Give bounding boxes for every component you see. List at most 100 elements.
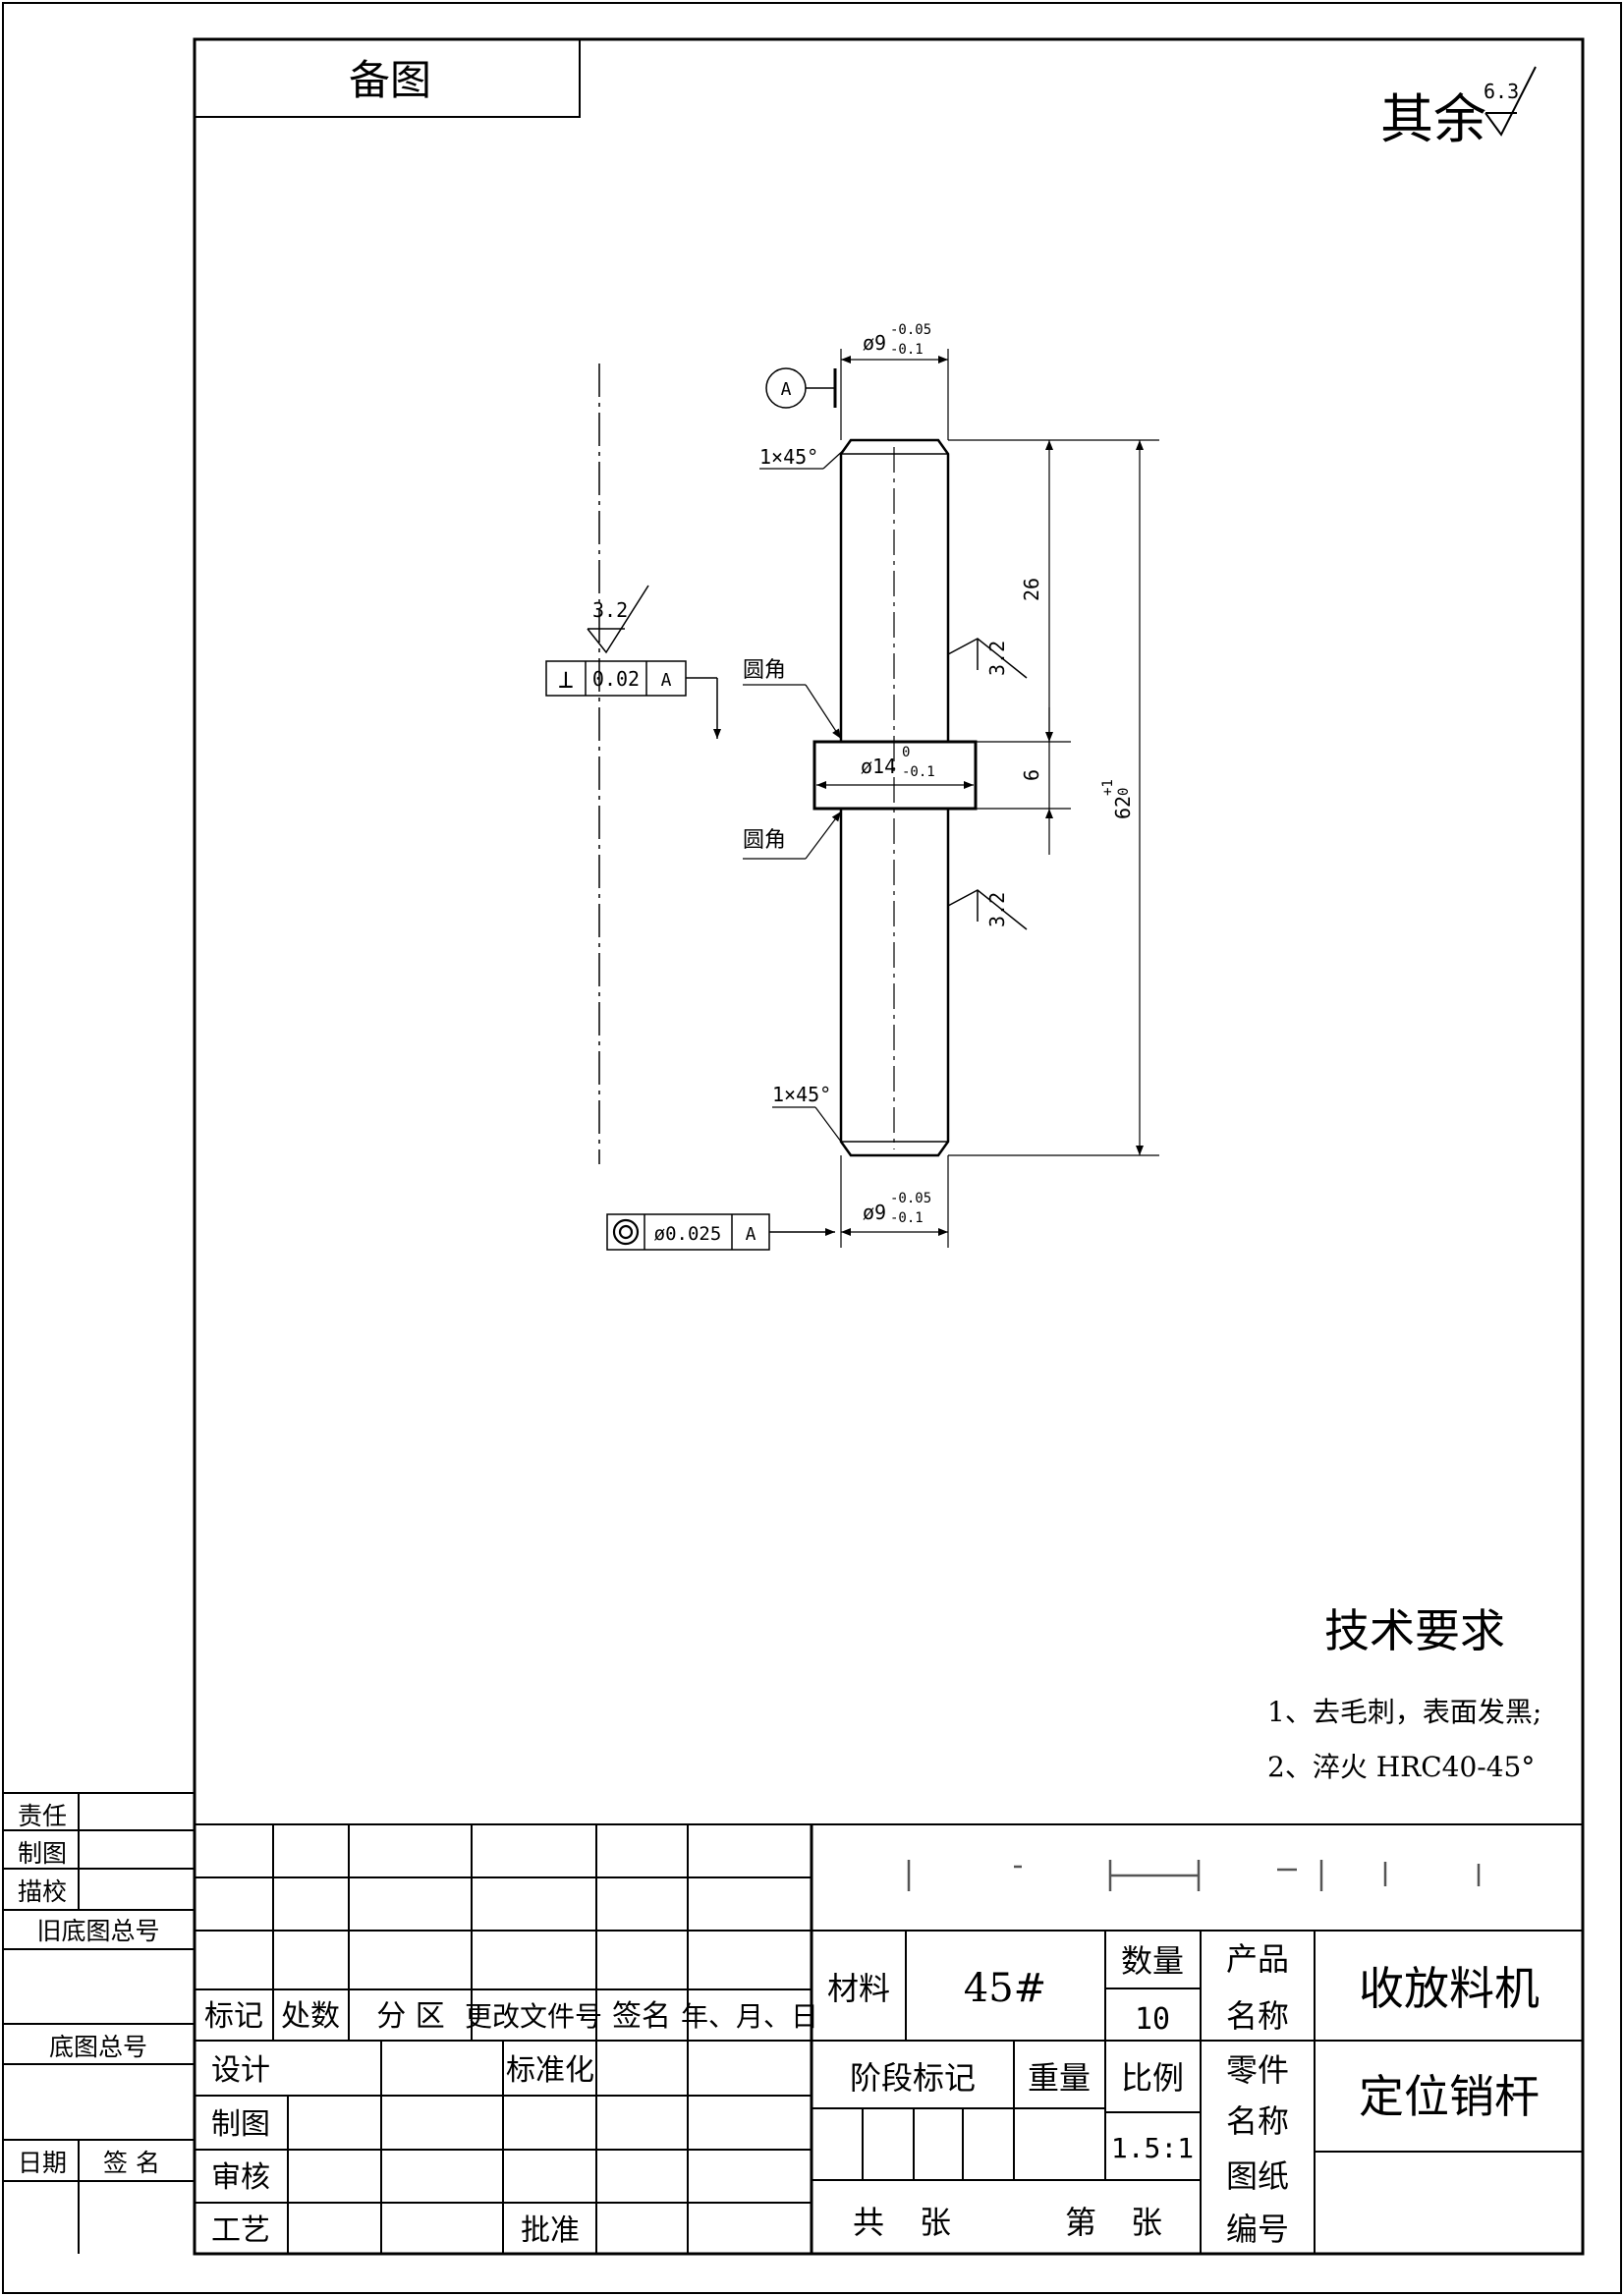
svg-text:6: 6 xyxy=(1020,769,1043,781)
svg-text:ø9: ø9 xyxy=(863,331,886,355)
tb-qty-label: 数量 xyxy=(1121,1942,1184,1980)
tb-weight-label: 重量 xyxy=(1028,2059,1091,2097)
left-resp: 责任 xyxy=(18,1802,67,1830)
revision-block xyxy=(195,1823,1583,2254)
drawing-frame xyxy=(193,37,1585,2256)
svg-text:62: 62 xyxy=(1111,796,1135,819)
left-base: 底图总号 xyxy=(49,2033,147,2061)
rev-header-sign: 签名 xyxy=(612,1999,671,2034)
roughness-default-value: 6.3 xyxy=(1484,80,1519,103)
svg-text:26: 26 xyxy=(1020,578,1043,601)
tb-sheet-no-unit: 张 xyxy=(1131,2204,1162,2241)
svg-text:0: 0 xyxy=(1116,788,1132,796)
tb-material: 45# xyxy=(964,1966,1046,2011)
tb-product-label-1: 产品 xyxy=(1226,1940,1289,1978)
default-roughness: 其余 6.3 xyxy=(1380,66,1537,150)
tb-qty: 10 xyxy=(1135,2002,1170,2037)
svg-text:-0.05: -0.05 xyxy=(890,1191,931,1206)
tb-product-name: 收放料机 xyxy=(1359,1962,1540,2015)
svg-text:3.2: 3.2 xyxy=(985,641,1009,676)
chamfer-top: 1×45° xyxy=(759,445,847,470)
gdt-perpendicularity: 3.2 ⊥ 0.02 A xyxy=(545,585,721,739)
tech-item-2: 2、淬火 HRC40-45° xyxy=(1267,1751,1535,1783)
gdt-concentricity: ø0.025 A xyxy=(606,1213,835,1251)
rev-header-zone: 分 区 xyxy=(376,1999,445,2034)
rev-header-mark: 标记 xyxy=(204,1999,263,2034)
dim-top-diameter: ø9 -0.05 -0.1 xyxy=(840,322,949,440)
tb-scale-label: 比例 xyxy=(1121,2059,1184,2097)
perpendicularity-icon: ⊥ xyxy=(558,665,574,695)
svg-text:-0.1: -0.1 xyxy=(890,1210,924,1226)
rev-drawing: 制图 xyxy=(211,2107,270,2142)
rev-header-date: 年、月、日 xyxy=(681,2000,818,2033)
part-view: ø9 -0.05 -0.1 A 1×45° 1×45° xyxy=(545,322,1159,1251)
dim-bottom-diameter: ø9 -0.05 -0.1 xyxy=(840,1155,949,1248)
svg-text:3.2: 3.2 xyxy=(592,598,628,622)
concentricity-icon xyxy=(612,1218,640,1246)
tb-sheets-total: 共 xyxy=(853,2204,884,2241)
rev-review: 审核 xyxy=(211,2160,270,2195)
left-trace: 描校 xyxy=(18,1877,67,1906)
fillet-top: 圆角 xyxy=(743,658,842,740)
tb-product-label-2: 名称 xyxy=(1226,1997,1289,2035)
tb-sheets-unit: 张 xyxy=(920,2204,951,2241)
lower-shaft xyxy=(839,809,950,1157)
left-date: 日期 xyxy=(18,2149,67,2177)
tb-part-name: 定位销杆 xyxy=(1359,2070,1540,2123)
rev-header-count: 处数 xyxy=(281,1999,340,2034)
svg-text:ø14: ø14 xyxy=(861,755,896,778)
left-sign: 签 名 xyxy=(103,2149,160,2177)
corner-label: 备图 xyxy=(349,56,431,104)
tb-sheet-no: 第 xyxy=(1065,2204,1096,2241)
title-top-row-marks xyxy=(907,1860,1481,1891)
svg-text:圆角: 圆角 xyxy=(743,658,786,683)
rev-header-docno: 更改文件号 xyxy=(465,2000,602,2033)
tb-scale: 1.5:1 xyxy=(1111,2132,1194,2164)
tb-part-label-2: 名称 xyxy=(1226,2102,1289,2140)
rev-design: 设计 xyxy=(211,2053,270,2088)
svg-text:A: A xyxy=(661,670,672,691)
roughness-shaft-2: 3.2 xyxy=(947,889,1028,930)
svg-text:0.02: 0.02 xyxy=(592,667,640,691)
title-block xyxy=(811,1931,1583,2254)
svg-text:1×45°: 1×45° xyxy=(759,445,818,469)
svg-text:0: 0 xyxy=(902,745,910,760)
tb-material-label: 材料 xyxy=(827,1970,890,2007)
fillet-bottom: 圆角 xyxy=(743,811,842,860)
rev-standard: 标准化 xyxy=(506,2053,594,2088)
roughness-symbol-icon xyxy=(1484,66,1537,137)
tb-drawing-no-label-2: 编号 xyxy=(1226,2211,1289,2248)
datum-letter: A xyxy=(781,379,792,400)
dim-collar-diameter: ø14 0 -0.1 xyxy=(816,745,974,789)
svg-text:ø9: ø9 xyxy=(863,1201,886,1224)
svg-text:-0.1: -0.1 xyxy=(890,342,924,358)
svg-text:1×45°: 1×45° xyxy=(772,1083,831,1106)
left-old-base: 旧底图总号 xyxy=(36,1917,159,1945)
svg-text:圆角: 圆角 xyxy=(743,828,786,853)
technical-requirements: 技术要求 1、去毛刺，表面发黑; 2、淬火 HRC40-45° xyxy=(1267,1604,1541,1783)
datum-a: A xyxy=(765,367,837,409)
collar xyxy=(812,740,978,811)
left-draw: 制图 xyxy=(18,1839,67,1868)
tech-title: 技术要求 xyxy=(1324,1604,1505,1657)
rev-approve: 批准 xyxy=(521,2213,580,2248)
svg-text:3.2: 3.2 xyxy=(985,892,1009,927)
tb-stage-label: 阶段标记 xyxy=(850,2059,976,2097)
corner-label-box: 备图 xyxy=(194,38,581,118)
svg-text:ø0.025: ø0.025 xyxy=(654,1223,722,1245)
tb-part-label-1: 零件 xyxy=(1226,2051,1289,2089)
tb-drawing-no-label-1: 图纸 xyxy=(1226,2157,1289,2195)
svg-text:-0.05: -0.05 xyxy=(890,322,931,338)
roughness-shaft-1: 3.2 xyxy=(947,638,1028,679)
svg-text:-0.1: -0.1 xyxy=(902,764,935,780)
tech-item-1: 1、去毛刺，表面发黑; xyxy=(1267,1696,1541,1728)
chamfer-bottom: 1×45° xyxy=(772,1083,848,1150)
dim-lengths: 26 6 62 +1 0 xyxy=(948,439,1159,1156)
left-side-block xyxy=(3,1792,195,2254)
svg-text:A: A xyxy=(746,1224,756,1245)
roughness-default-prefix: 其余 xyxy=(1380,88,1486,150)
rev-process: 工艺 xyxy=(211,2213,270,2248)
svg-text:+1: +1 xyxy=(1100,779,1116,796)
